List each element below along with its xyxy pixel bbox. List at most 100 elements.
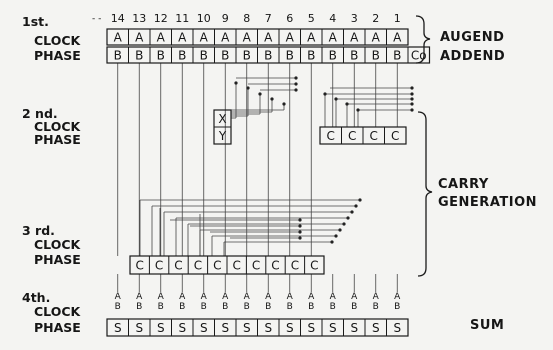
sum-input-a: A [308,292,315,302]
xy-register: XY [213,109,232,145]
augend-cell: A [286,31,295,45]
sum-cell: S [264,321,272,335]
sum-input-a: A [373,292,380,302]
carry3-cell: C [252,259,260,273]
augend-cell: A [350,31,359,45]
phase1-phase-label: PHASE [34,48,81,63]
junction-dot [270,97,274,101]
carry3-cell: C [213,259,221,273]
addend-cell: B [393,49,401,63]
column-number: 5 [308,12,315,25]
augend-cell: A [329,31,338,45]
column-tick-mark: - - [92,14,101,24]
phase2-ordinal: 2 nd. [22,106,58,121]
sum-cell: S [286,321,294,335]
column-number: 2 [372,12,379,25]
sum-input-b: B [244,302,250,312]
addend-cell: B [286,49,294,63]
phase4-phase-label: PHASE [34,320,81,335]
column-number: 10 [197,12,211,25]
carry3-cell: C [310,259,318,273]
augend-cell: A [372,31,381,45]
sum-input-a: A [115,292,122,302]
column-number: 4 [329,12,336,25]
carry3-cell: C [291,259,299,273]
sum-input-b: B [351,302,357,312]
carry3-cell: C [194,259,202,273]
sum-input-b: B [179,302,185,312]
column-number: 3 [351,12,358,25]
phase3-phase-label: PHASE [34,252,81,267]
addend-cell-outline [106,46,431,64]
carry-generation-brace [417,111,433,277]
junction-dot [338,228,342,232]
column-number: 1 [394,12,401,25]
junction-dot [298,218,302,222]
augend-cell: A [178,31,187,45]
junction-dot [234,81,238,85]
junction-dot [246,86,250,90]
column-number: 6 [286,12,293,25]
sum-input-b: B [308,302,314,312]
junction-dots [234,76,414,244]
column-number: 11 [175,12,189,25]
sum-cell: S [243,321,251,335]
addend-cell: B [135,49,143,63]
addend-cell: B [350,49,358,63]
sum-input-a: A [244,292,251,302]
junction-dot [323,92,327,96]
phase2-clock-label: CLOCK [34,119,81,134]
sum-cell: S [178,321,186,335]
column-number: 8 [243,12,250,25]
junction-dot [356,108,360,112]
addend-cell: B [114,49,122,63]
addend-cell: B [157,49,165,63]
addend-cell: B [221,49,229,63]
sum-input-a: A [330,292,337,302]
augend-cell: A [243,31,252,45]
sum-input-a: A [265,292,272,302]
addend-cell: B [329,49,337,63]
augend-cell: A [307,31,316,45]
sum-input-a: A [136,292,143,302]
carry2-cell: C [370,129,378,143]
column-number: 9 [222,12,229,25]
sum-input-a: A [394,292,401,302]
junction-dot [334,97,338,101]
sum-input-a: A [179,292,186,302]
junction-dot [330,240,334,244]
junction-dot [294,76,298,80]
generation-label: GENERATION [438,195,537,210]
sum-input-b: B [115,302,121,312]
phase4-clock-label: CLOCK [34,304,81,319]
junction-dot [342,222,346,226]
sum-input-a: A [351,292,358,302]
sum-cell: S [221,321,229,335]
augend-cell: A [114,31,123,45]
phase4-ordinal: 4th. [22,290,50,305]
augend-cell: A [221,31,230,45]
addend-cell: B [243,49,251,63]
addend-cell: B [372,49,380,63]
column-number: 14 [111,12,125,25]
sum-cell: S [329,321,337,335]
x-cell: X [218,112,226,126]
junction-dot [350,210,354,214]
augend-cell: A [393,31,402,45]
sum-cell: S [114,321,122,335]
junction-dot [298,224,302,228]
carry2-cell: C [391,129,399,143]
sum-input-b: B [373,302,379,312]
phase3-ordinal: 3 rd. [22,223,55,238]
junction-dot [410,102,414,106]
augend-label: AUGEND [440,30,504,45]
junction-dot [410,92,414,96]
sum-input-b: B [201,302,207,312]
junction-dot [294,88,298,92]
carry-wiring [117,63,412,292]
column-number: 7 [265,12,272,25]
